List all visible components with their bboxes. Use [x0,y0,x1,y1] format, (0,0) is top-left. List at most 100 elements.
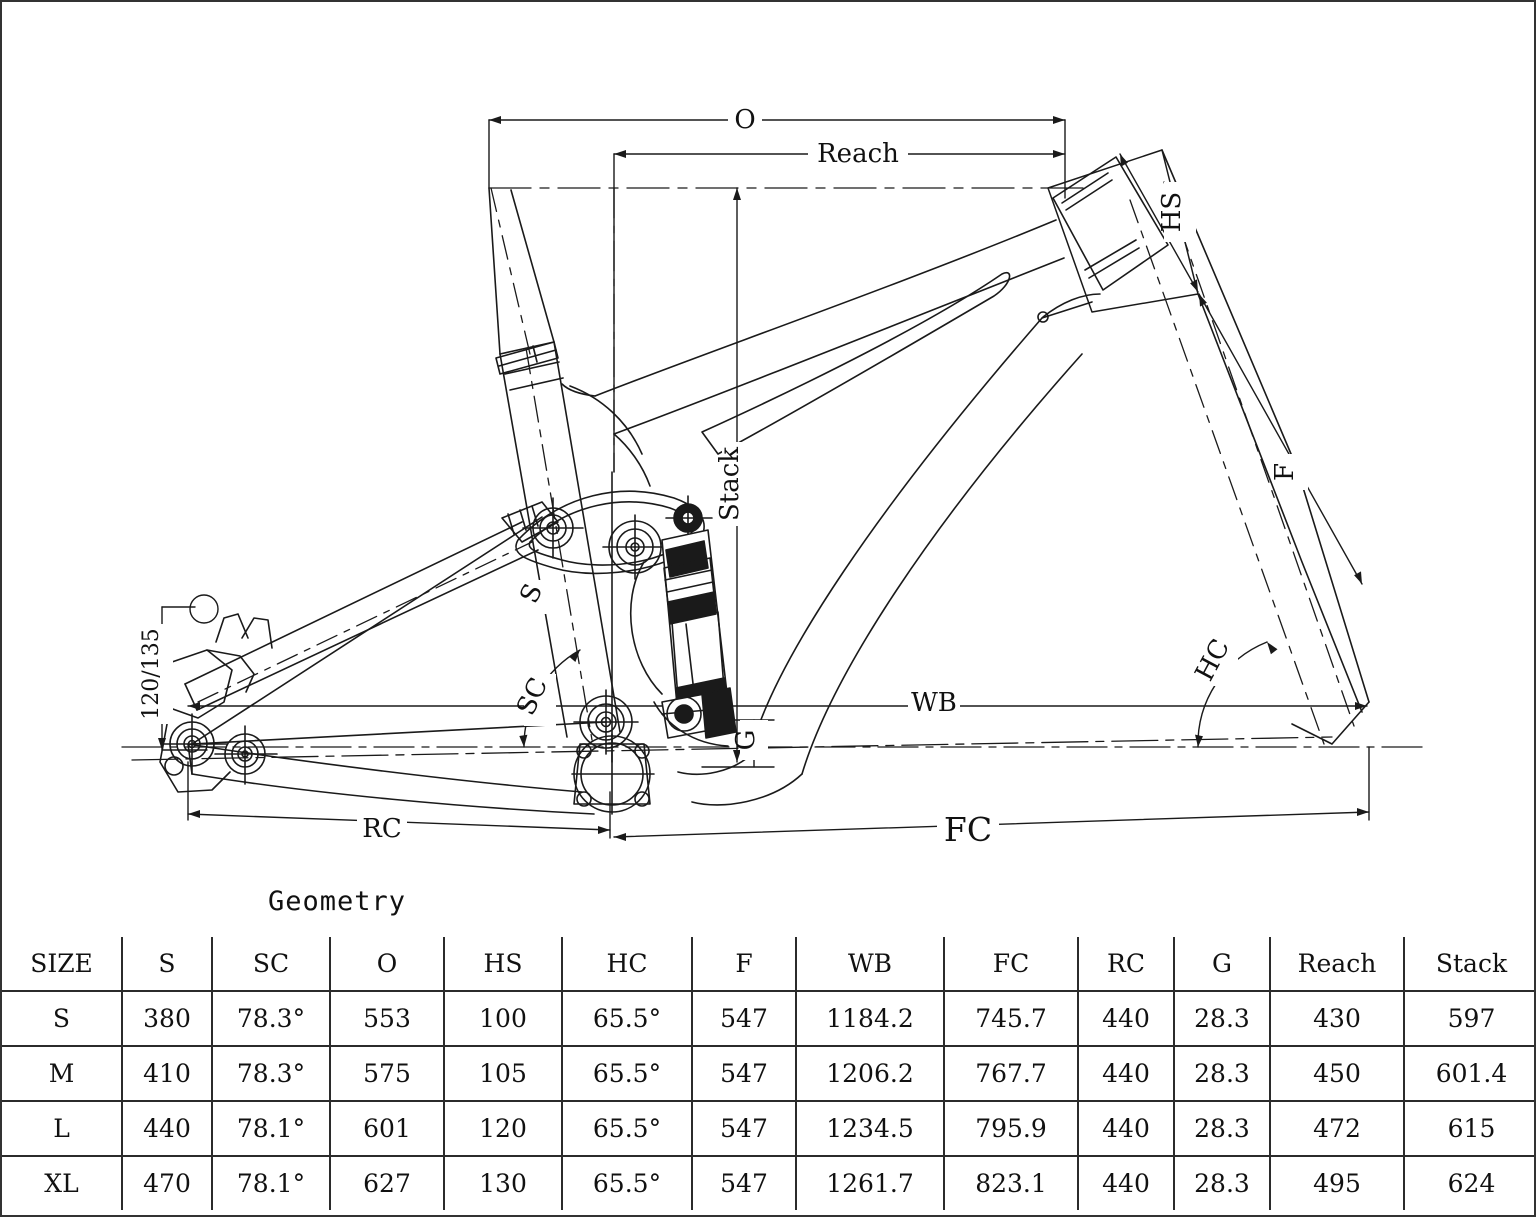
col-header-s: S [121,937,213,992]
cell-wb: 1234.5 [795,1100,945,1157]
col-header-hc: HC [561,937,693,992]
cell-g: 28.3 [1173,1155,1271,1210]
cell-wb: 1184.2 [795,990,945,1047]
label-Reach: Reach [817,139,899,169]
col-header-fc: FC [943,937,1079,992]
cell-size: L [2,1100,123,1157]
table-row: M 410 78.3° 575 105 65.5° 547 1206.2 767… [2,1045,1534,1102]
cell-rc: 440 [1077,1155,1175,1210]
cell-sc: 78.1° [211,1155,331,1210]
cell-fc: 823.1 [943,1155,1079,1210]
dimension-F [1198,293,1363,585]
cell-o: 627 [329,1155,445,1210]
rocker-link [515,490,713,580]
top-tube-gusset [701,271,1011,455]
cell-stack: 601.4 [1403,1045,1534,1102]
cell-sc: 78.1° [211,1100,331,1157]
col-header-size: SIZE [2,937,123,992]
col-header-sc: SC [211,937,331,992]
seat-stay [184,521,539,711]
cell-g: 28.3 [1173,1045,1271,1102]
col-header-stack: Stack [1403,937,1534,992]
cell-g: 28.3 [1173,1100,1271,1157]
cell-hc: 65.5° [561,1045,693,1102]
table-row: L 440 78.1° 601 120 65.5° 547 1234.5 795… [2,1100,1534,1157]
table-row: XL 470 78.1° 627 130 65.5° 547 1261.7 82… [2,1155,1534,1210]
cell-wb: 1206.2 [795,1045,945,1102]
virtual-seat-tube-solid [488,187,555,355]
cell-hs: 130 [443,1155,563,1210]
cell-reach: 472 [1269,1100,1405,1157]
cell-wb: 1261.7 [795,1155,945,1210]
dimension-WB [187,702,1368,710]
cell-f: 547 [691,990,797,1047]
col-header-o: O [329,937,445,992]
cell-hc: 65.5° [561,1100,693,1157]
label-Stack: Stack [715,447,745,521]
table-header-row: SIZE S SC O HS HC F WB FC RC G Reach Sta… [2,937,1534,992]
dimension-Reach [613,150,1066,473]
label-WB: WB [911,688,957,718]
cell-hc: 65.5° [561,1155,693,1210]
cell-stack: 597 [1403,990,1534,1047]
axle-datum-line [131,736,1333,761]
label-rear-travel: 120/135 [139,628,164,719]
cell-f: 547 [691,1155,797,1210]
cell-reach: 430 [1269,990,1405,1047]
frame-geometry-drawing: O Reach HS F Stack S SC HC WB FC [2,2,1534,937]
cell-s: 470 [121,1155,213,1210]
cell-hs: 105 [443,1045,563,1102]
top-tube [594,219,1065,435]
cell-o: 601 [329,1100,445,1157]
cell-size: XL [2,1155,123,1210]
rear-dropout [159,613,278,793]
cell-reach: 495 [1269,1155,1405,1210]
cable-port [1037,293,1101,323]
geometry-table-container: SIZE S SC O HS HC F WB FC RC G Reach Sta… [2,937,1534,1215]
label-O: O [734,105,755,135]
cell-hs: 100 [443,990,563,1047]
col-header-hs: HS [443,937,563,992]
cell-g: 28.3 [1173,990,1271,1047]
cell-size: S [2,990,123,1047]
cell-rc: 440 [1077,1045,1175,1102]
cell-fc: 745.7 [943,990,1079,1047]
cell-hc: 65.5° [561,990,693,1047]
col-header-wb: WB [795,937,945,992]
cell-s: 380 [121,990,213,1047]
seattube-toptube-junction [561,383,651,487]
cell-rc: 440 [1077,1100,1175,1157]
geometry-table: SIZE S SC O HS HC F WB FC RC G Reach Sta… [2,937,1534,1210]
cell-hs: 120 [443,1100,563,1157]
seatpost-clamp [495,341,559,375]
cell-stack: 624 [1403,1155,1534,1210]
cell-stack: 615 [1403,1100,1534,1157]
label-F: F [1270,463,1300,481]
label-FC: FC [944,810,992,849]
shock-mount-curve [629,561,729,747]
cell-sc: 78.3° [211,990,331,1047]
head-tube [1047,149,1199,313]
label-HS: HS [1157,192,1187,233]
bottom-bracket [571,733,655,815]
down-tube-bb-junction [677,753,803,806]
geometry-caption: Geometry [268,886,407,917]
fork-axis [1129,181,1355,745]
cell-rc: 440 [1077,990,1175,1047]
col-header-f: F [691,937,797,992]
col-header-g: G [1173,937,1271,992]
seat-tube-axis [525,347,593,741]
down-tube [749,301,1093,775]
col-header-reach: Reach [1269,937,1405,992]
cell-o: 553 [329,990,445,1047]
cell-fc: 767.7 [943,1045,1079,1102]
col-header-rc: RC [1077,937,1175,992]
main-pivot [573,689,639,755]
label-G: G [731,730,761,751]
seat-stay-axis [197,541,533,703]
cell-o: 575 [329,1045,445,1102]
cell-fc: 795.9 [943,1100,1079,1157]
cell-reach: 450 [1269,1045,1405,1102]
cell-size: M [2,1045,123,1102]
